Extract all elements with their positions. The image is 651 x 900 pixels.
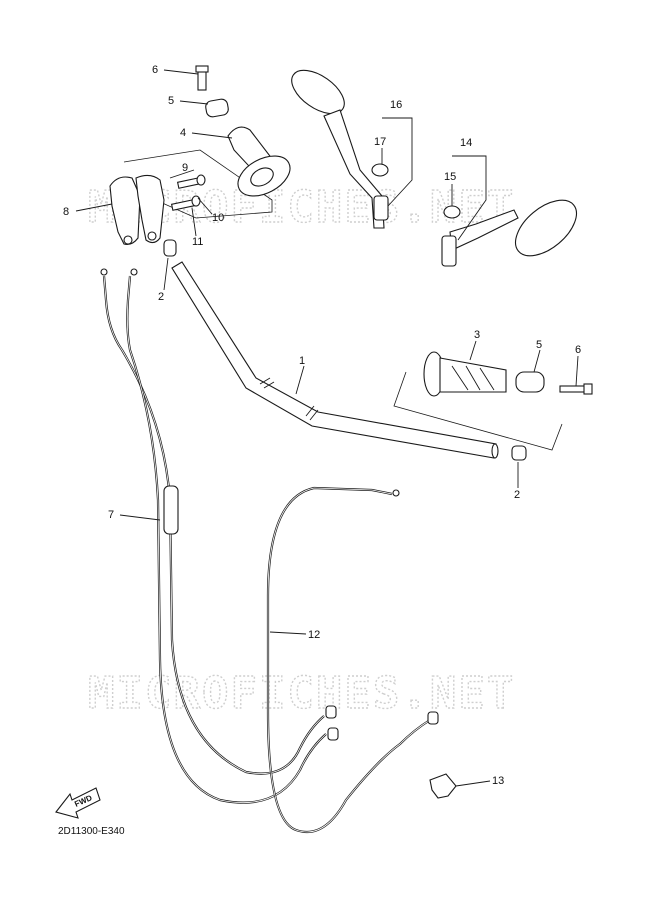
screw-6-left[interactable] (195, 65, 209, 91)
callout-3: 3 (474, 329, 480, 341)
callout-11: 11 (192, 236, 203, 248)
callout-12: 12 (308, 629, 320, 641)
throttle-cables[interactable] (100, 268, 339, 804)
callout-9: 9 (182, 162, 188, 174)
fwd-arrow-icon: FWD (55, 787, 101, 819)
clutch-cable[interactable] (266, 486, 439, 834)
left-switch-assembly[interactable] (109, 149, 273, 245)
handlebar[interactable] (171, 261, 499, 459)
callout-6-left: 6 (152, 64, 158, 76)
mirror-left[interactable] (284, 62, 389, 229)
callout-7: 7 (108, 509, 114, 521)
cable-holder-13[interactable] (429, 773, 457, 799)
callout-16: 16 (390, 99, 402, 111)
bar-end-weight-right[interactable] (515, 371, 545, 393)
screw-6-right[interactable] (559, 383, 593, 395)
cap-15[interactable] (443, 205, 461, 219)
screw-11[interactable] (170, 195, 201, 211)
callout-14: 14 (460, 137, 472, 149)
callout-17: 17 (374, 136, 386, 148)
callout-1: 1 (299, 355, 305, 367)
diagram-code: 2D11300-E340 (58, 826, 125, 837)
callout-2-right: 2 (514, 489, 520, 501)
right-grip-frame (393, 371, 563, 451)
left-grip[interactable] (227, 126, 297, 204)
callout-4: 4 (180, 127, 186, 139)
mirror-right[interactable] (441, 190, 586, 267)
callout-15: 15 (444, 171, 456, 183)
collar-left[interactable] (163, 239, 177, 257)
leader-lines (75, 69, 579, 787)
callout-2-left: 2 (158, 291, 164, 303)
screw-10[interactable] (176, 174, 206, 189)
callout-5-right: 5 (536, 339, 542, 351)
watermark-middle: MICROFICHES.NET (88, 668, 515, 719)
callout-labels: 1 2 2 3 4 5 5 6 6 7 8 9 10 11 12 13 14 1… (63, 64, 581, 787)
callout-10: 10 (212, 212, 224, 224)
callout-5-left: 5 (168, 95, 174, 107)
cap-17[interactable] (371, 163, 389, 177)
callout-13: 13 (492, 775, 504, 787)
callout-6-right: 6 (575, 344, 581, 356)
right-grip[interactable] (423, 351, 507, 397)
callout-8: 8 (63, 206, 69, 218)
bar-end-weight-left[interactable] (205, 98, 229, 118)
collar-right[interactable] (511, 445, 527, 461)
